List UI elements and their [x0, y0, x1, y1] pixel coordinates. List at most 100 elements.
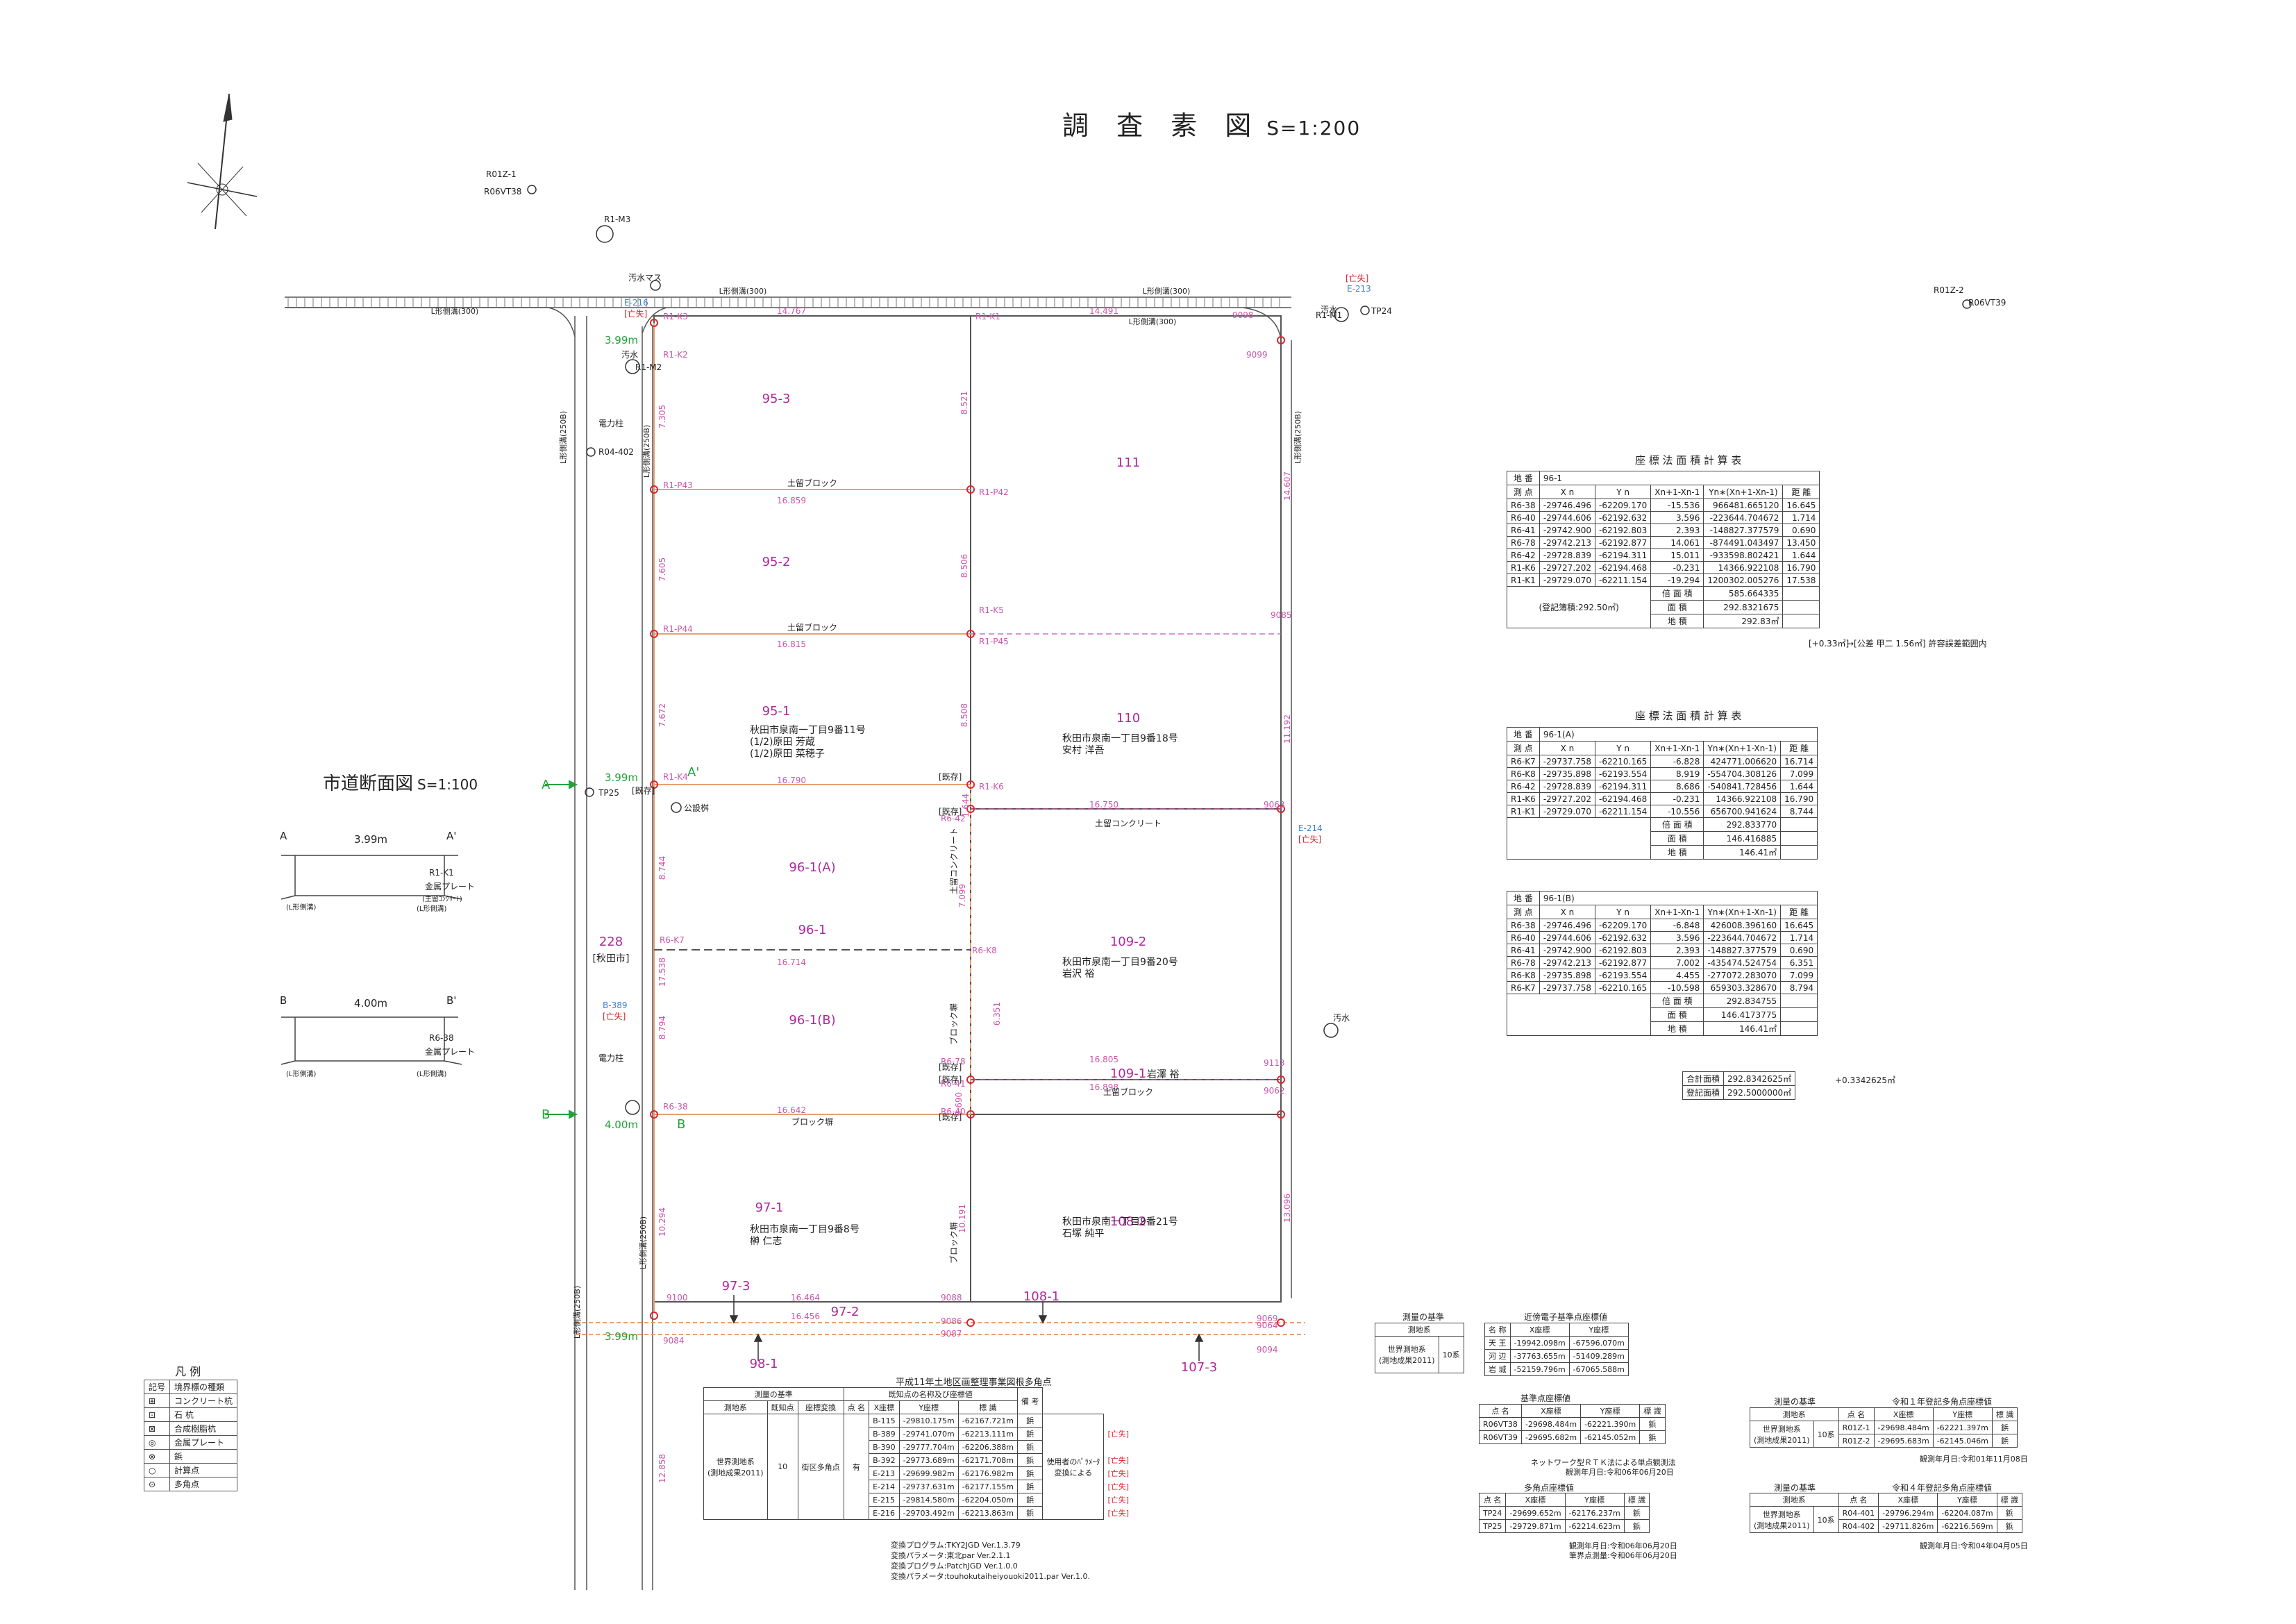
table-cell: -933598.802421	[1703, 549, 1784, 562]
table-cell: -62221.390m	[1580, 1417, 1641, 1431]
parcel-owner: 石塚 純平	[1062, 1228, 1104, 1239]
table-cell: 424771.006620	[1703, 755, 1782, 768]
edge-length: 14.607	[1282, 471, 1292, 501]
table-cell: Y座標	[898, 1400, 959, 1414]
table-cell: 世界測地系(測地成果2011)	[703, 1414, 768, 1520]
base-note2: ネットワーク型ＲＴＫ法による単点観測法	[1531, 1458, 1676, 1467]
table-cell: 3.596	[1650, 511, 1704, 524]
table-cell: -15.536	[1650, 499, 1704, 512]
r04-title: 令和４年登記多角点座標値	[1892, 1483, 1993, 1493]
point-label: R6-78	[941, 1057, 966, 1066]
table-cell: R6-40	[1507, 931, 1540, 944]
table-cell: 1.714	[1780, 931, 1818, 944]
legend-title: 凡 例	[175, 1365, 201, 1378]
table-cell: X n	[1539, 485, 1596, 499]
table-cell: 倍 面 積	[1650, 994, 1704, 1008]
table-cell: 面 積	[1650, 831, 1704, 846]
section-a-width: 3.99m	[354, 833, 388, 846]
table-cell: -29742.900	[1539, 524, 1596, 537]
table-cell: X n	[1539, 741, 1596, 755]
table-cell: Y座標	[1937, 1493, 1997, 1507]
edge-length: 7.099	[957, 884, 967, 907]
table-row: ⊡石 杭	[143, 1407, 238, 1422]
table-cell: -29777.704m	[898, 1440, 959, 1454]
table-cell: X座標	[869, 1400, 900, 1414]
r01-title: 令和１年登記多角点座標値	[1892, 1397, 1993, 1407]
table-cell: 境界標の種類	[169, 1380, 238, 1394]
table-cell: Y座標	[1932, 1407, 1993, 1421]
table-cell: -19.294	[1650, 574, 1704, 587]
section-b-right: B'	[446, 994, 457, 1007]
point-label: 汚水	[1321, 305, 1337, 315]
table-cell: Yn∗(Xn+1-Xn-1)	[1703, 741, 1782, 755]
table-cell: 点 名	[843, 1400, 870, 1414]
table-cell: -62213.111m	[957, 1427, 1018, 1441]
table-cell: 0.690	[1780, 944, 1818, 957]
table-cell: 計算点	[169, 1463, 238, 1477]
table-cell: 4.455	[1650, 969, 1704, 982]
section-b-ditch-left: (L形側溝)	[286, 1071, 317, 1078]
bench-note: 変換パラメータ:東北par Ver.2.1.1	[891, 1551, 1011, 1560]
table-cell: 292.833770	[1703, 817, 1782, 832]
table-cell: 標 識	[1639, 1404, 1666, 1418]
parcel-number: 111	[1116, 455, 1140, 470]
table-cell: -29741.070m	[898, 1427, 959, 1441]
table-cell: E-214	[869, 1480, 900, 1493]
table-cell: 地 積	[1650, 614, 1704, 628]
table-cell: -62194.468	[1595, 792, 1652, 805]
parcel-number: 97-2	[831, 1305, 860, 1319]
table-cell: 距 離	[1780, 905, 1818, 919]
table-cell: -29711.826m	[1878, 1519, 1938, 1533]
table-cell: 世界測地系(測地成果2011)	[1750, 1421, 1814, 1448]
bench-note: 変換パラメータ:touhokutaiheiyouoki2011.par Ver.…	[891, 1572, 1091, 1581]
table-cell: [亡失]	[1107, 1469, 1130, 1478]
bench-note: 変換プログラム:TKY2JGD Ver.1.3.79	[891, 1541, 1021, 1550]
base-title: 基準点座標値	[1520, 1393, 1571, 1403]
point-label: [既存]	[939, 1075, 962, 1085]
parcel-number: 96-1(B)	[789, 1013, 835, 1028]
point-label: R1-K4	[663, 772, 688, 782]
table-cell: コンクリート杭	[169, 1393, 238, 1408]
table-cell: 記号	[143, 1380, 171, 1394]
table-cell: 座標変換	[797, 1400, 844, 1414]
table-cell: 96-1(A)	[1539, 727, 1818, 742]
ditch-label: L形側溝(300)	[1129, 317, 1177, 326]
table-cell: 鋲	[1016, 1506, 1044, 1520]
table-cell: B-115	[869, 1414, 900, 1428]
parcel-number: 98-1	[750, 1357, 778, 1371]
table-cell: 地 積	[1650, 1021, 1704, 1036]
table-cell: 1200302.005276	[1703, 574, 1784, 587]
table-cell: 292.83㎡	[1703, 614, 1784, 628]
table-cell: 測 点	[1507, 741, 1540, 755]
table-cell: -29698.484m	[1873, 1421, 1934, 1434]
table-cell: -6.848	[1650, 919, 1704, 932]
table-cell: Yn∗(Xn+1-Xn-1)	[1703, 905, 1782, 919]
point-label: TP25	[598, 788, 619, 798]
table-cell: -62216.569m	[1937, 1519, 1997, 1533]
point-label: 9094	[1257, 1345, 1278, 1355]
table-cell: R6-K8	[1507, 969, 1540, 982]
table-cell: -10.598	[1650, 981, 1704, 994]
parcel-owner: 榊 仁志	[750, 1236, 782, 1247]
table-cell: 地 番	[1507, 471, 1540, 485]
section-a-bound: R1-K1	[429, 868, 454, 878]
